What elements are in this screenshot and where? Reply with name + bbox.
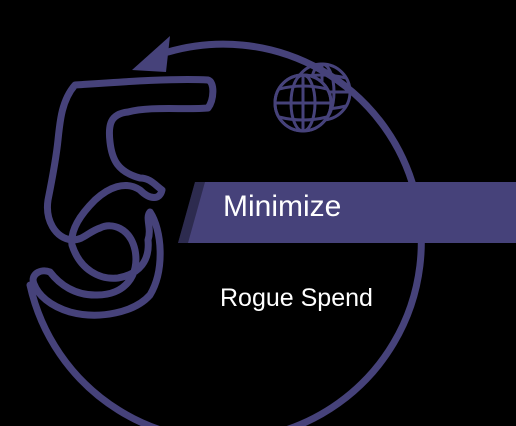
globe-icon [273,62,352,133]
number-five-outline [29,75,217,319]
step-title: Minimize [223,190,342,223]
title-banner [178,182,516,243]
step-subtitle: Rogue Spend [220,284,373,312]
